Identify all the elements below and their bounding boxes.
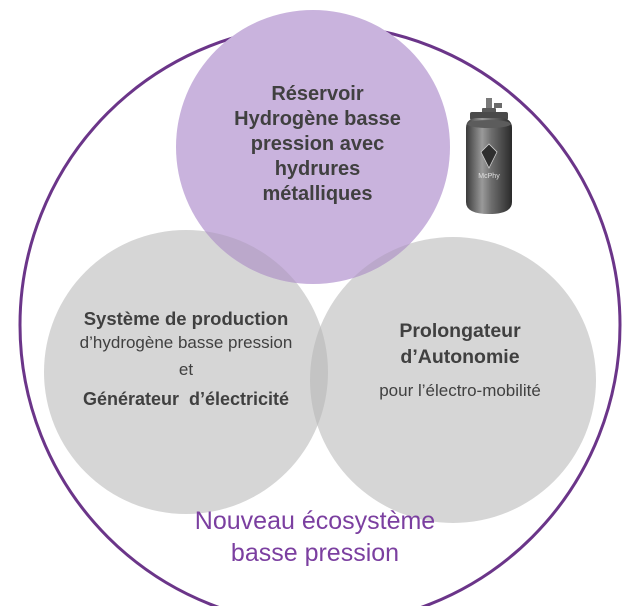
ecosystem-line1: Nouveau écosystème xyxy=(194,507,436,535)
tank-brand-label: McPhy xyxy=(478,173,500,180)
left-title2: Générateur d’électricité xyxy=(82,389,290,409)
top-circle-label: Réservoir Hydrogène basse pression avec … xyxy=(195,82,440,207)
left-circle-label: Système de production d’hydrogène basse … xyxy=(38,307,334,413)
top-label-line: Hydrogène basse xyxy=(234,108,401,130)
top-circle xyxy=(176,10,450,284)
right-title-line1: Prolongateur xyxy=(399,320,521,342)
left-connector: et xyxy=(178,360,194,379)
left-title: Système de production xyxy=(83,308,289,329)
hydrogen-tank-icon: McPhy xyxy=(466,98,512,214)
left-subtitle: d’hydrogène basse pression xyxy=(79,333,293,352)
ecosystem-label: Nouveau écosystème basse pression xyxy=(150,505,480,569)
left-circle xyxy=(44,230,328,514)
right-circle xyxy=(310,237,596,523)
ecosystem-line2: basse pression xyxy=(230,539,400,567)
right-circle-label: Prolongateur d’Autonomie pour l’électro-… xyxy=(340,318,580,402)
top-label-line: métalliques xyxy=(262,183,373,205)
right-title-line2: d’Autonomie xyxy=(400,346,520,368)
top-label-line: pression avec xyxy=(250,133,385,155)
right-subtitle: pour l’électro-mobilité xyxy=(379,381,541,400)
top-label-line: Réservoir xyxy=(271,83,364,105)
top-label-line: hydrures xyxy=(274,158,361,180)
